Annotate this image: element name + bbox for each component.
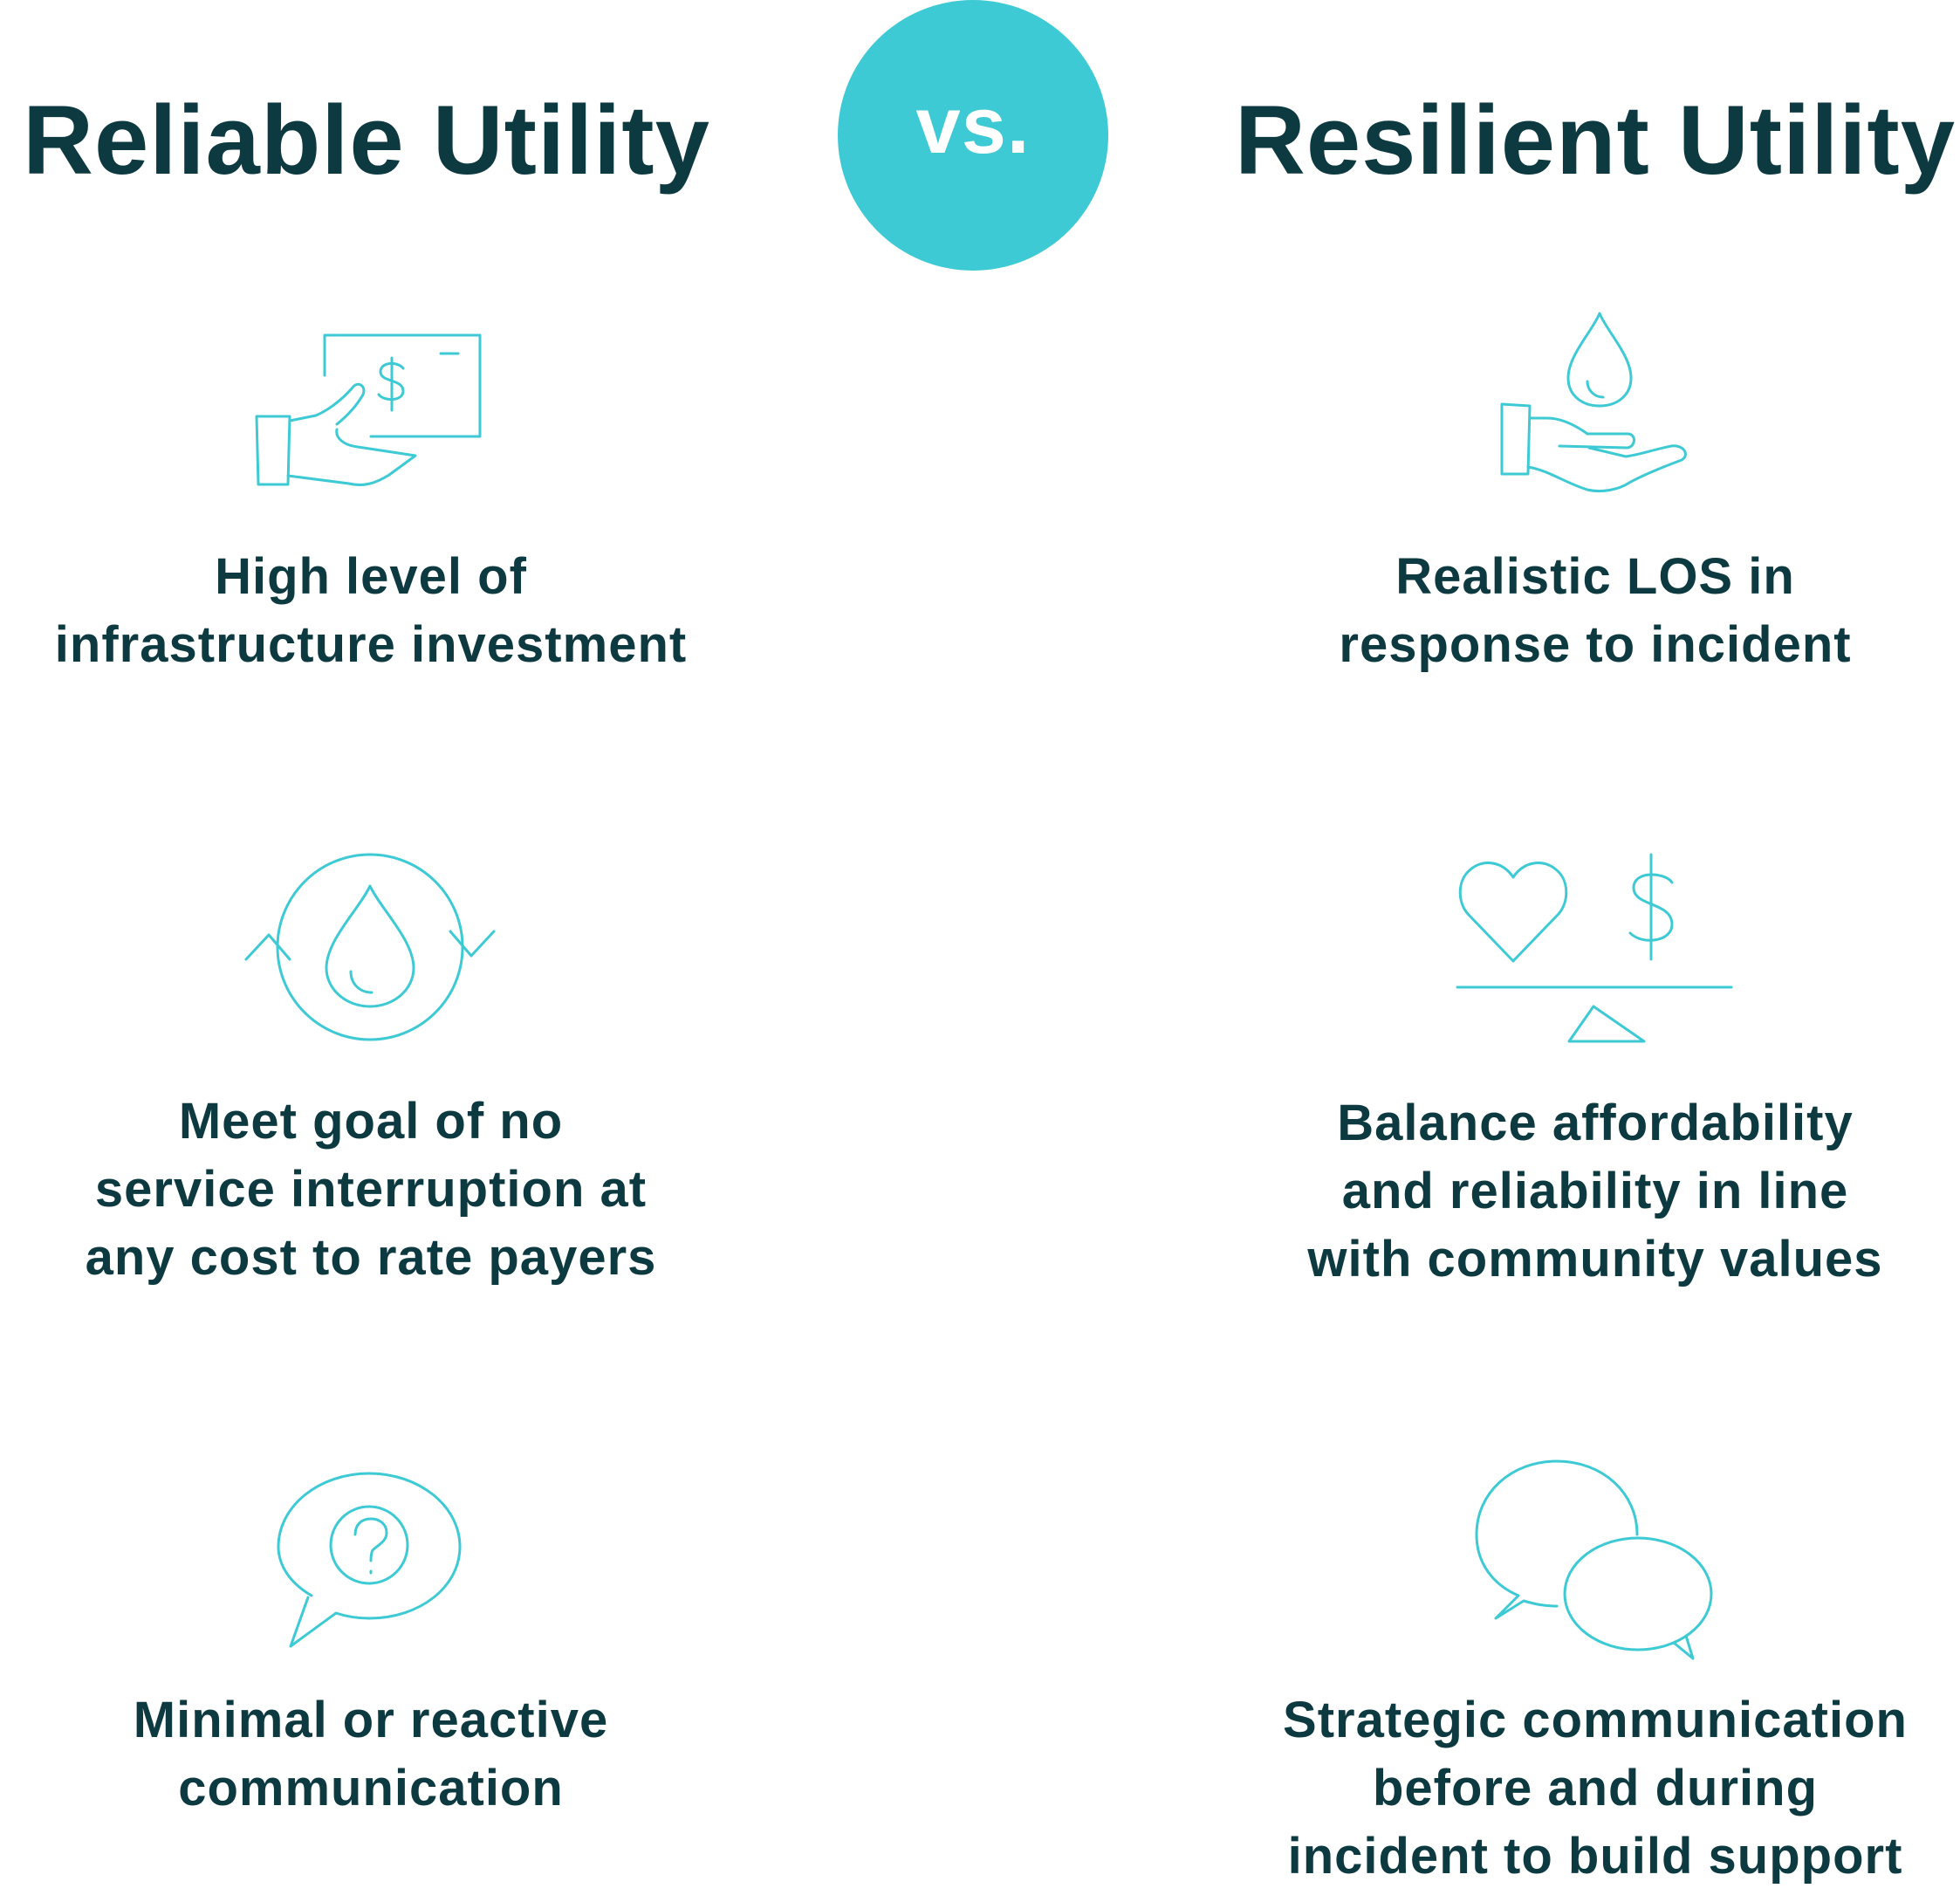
caption-line: Balance affordability: [1337, 1095, 1854, 1151]
hand-holding-water-drop-icon: [1497, 310, 1697, 502]
vs-label: vs.: [915, 81, 1031, 170]
caption-line: communication: [178, 1760, 564, 1816]
resilient-utility-title: Resilient Utility: [1234, 86, 1957, 195]
caption-line: with community values: [1307, 1231, 1883, 1287]
hand-holding-money-icon: [244, 323, 506, 498]
caption-line: infrastructure investment: [54, 616, 688, 673]
caption-reactive-communication: Minimal or reactive communication: [0, 1686, 746, 1823]
caption-line: response to incident: [1339, 616, 1852, 673]
caption-line: service interruption at: [94, 1161, 648, 1218]
caption-line: Realistic LOS in: [1395, 548, 1795, 605]
conversation-bubbles-icon: [1473, 1458, 1717, 1667]
caption-line: incident to build support: [1287, 1828, 1903, 1885]
caption-line: any cost to rate payers: [85, 1229, 657, 1286]
caption-infrastructure-investment: High level of infrastructure investment: [0, 543, 746, 679]
caption-strategic-communication: Strategic communication before and durin…: [1220, 1686, 1960, 1891]
caption-line: High level of: [215, 548, 527, 605]
caption-balance-affordability: Balance affordability and reliability in…: [1220, 1089, 1960, 1294]
reliable-utility-title: Reliable Utility: [23, 86, 710, 195]
caption-line: Strategic communication: [1283, 1692, 1908, 1748]
vs-badge: vs.: [838, 0, 1108, 271]
question-speech-bubble-icon: [275, 1466, 467, 1650]
caption-line: Minimal or reactive: [133, 1692, 609, 1748]
caption-realistic-los: Realistic LOS in response to incident: [1220, 543, 1960, 679]
caption-line: before and during: [1373, 1760, 1818, 1816]
heart-dollar-balance-icon: [1456, 851, 1744, 1052]
caption-no-service-interruption: Meet goal of no service interruption at …: [0, 1088, 746, 1292]
caption-line: Meet goal of no: [178, 1093, 564, 1150]
caption-line: and reliability in line: [1341, 1163, 1849, 1219]
water-cycle-icon: [244, 851, 497, 1052]
